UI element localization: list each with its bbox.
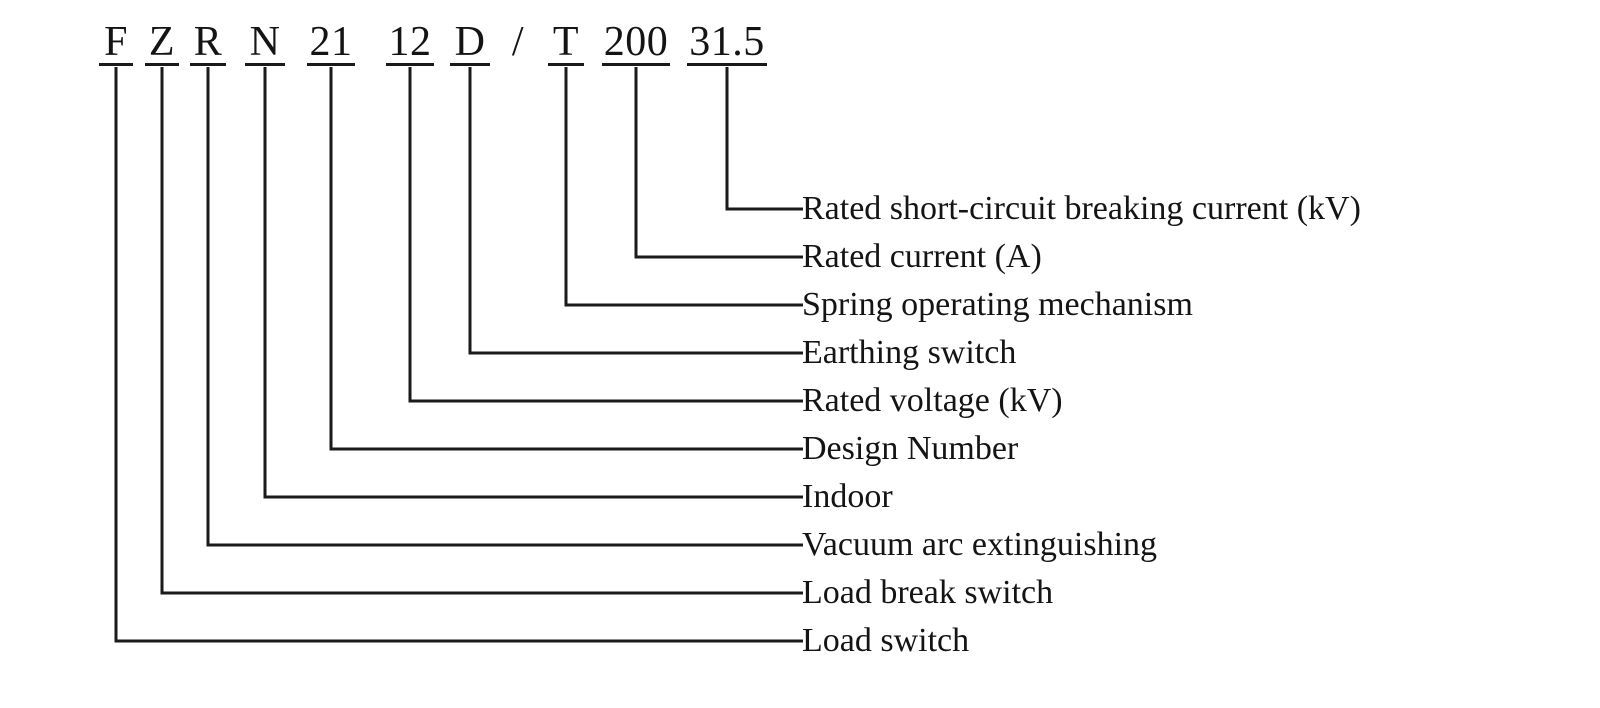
callout-indoor-leader [263, 67, 803, 499]
token-f-underline [99, 63, 133, 66]
token-n: N [249, 19, 281, 65]
callout-rated-voltage-label: Rated voltage (kV) [802, 382, 1063, 419]
token-d-underline [450, 63, 490, 66]
token-r-underline [190, 63, 226, 66]
token-21-underline [307, 63, 355, 66]
token-z-underline [145, 63, 179, 66]
callout-breaking-current-label: Rated short-circuit breaking current (kV… [802, 190, 1361, 227]
token-slash: / [511, 19, 525, 65]
token-r: R [193, 19, 223, 65]
callout-spring-mechanism-label: Spring operating mechanism [802, 286, 1193, 323]
token-200: 200 [603, 19, 669, 65]
token-31-5-underline [687, 63, 767, 66]
token-21: 21 [309, 19, 353, 65]
token-n-underline [245, 63, 285, 66]
callout-earthing-switch-label: Earthing switch [802, 334, 1017, 371]
callout-rated-voltage-leader [408, 67, 803, 403]
token-12-underline [386, 63, 434, 66]
callout-load-break-label: Load break switch [802, 574, 1054, 611]
callout-design-number-leader [329, 67, 803, 451]
token-t-underline [548, 63, 584, 66]
token-t: T [552, 19, 580, 65]
callout-rated-current-label: Rated current (A) [802, 238, 1042, 275]
token-200-underline [602, 63, 670, 66]
token-31-5: 31.5 [689, 19, 765, 65]
callout-vacuum-arc-leader [206, 67, 803, 547]
callout-load-switch-leader [114, 67, 803, 643]
callout-breaking-current-leader [725, 67, 803, 211]
callout-indoor-label: Indoor [802, 478, 893, 515]
callout-load-switch-label: Load switch [802, 622, 970, 659]
callout-earthing-switch-leader [468, 67, 803, 355]
callout-design-number-label: Design Number [802, 430, 1019, 467]
token-d: D [454, 19, 486, 65]
callout-vacuum-arc-label: Vacuum arc extinguishing [802, 526, 1158, 563]
callout-load-break-leader [160, 67, 803, 595]
token-z: Z [148, 19, 176, 65]
token-12: 12 [388, 19, 432, 65]
callout-spring-mechanism-leader [564, 67, 803, 307]
token-f: F [104, 19, 128, 65]
callout-rated-current-leader [634, 67, 803, 259]
